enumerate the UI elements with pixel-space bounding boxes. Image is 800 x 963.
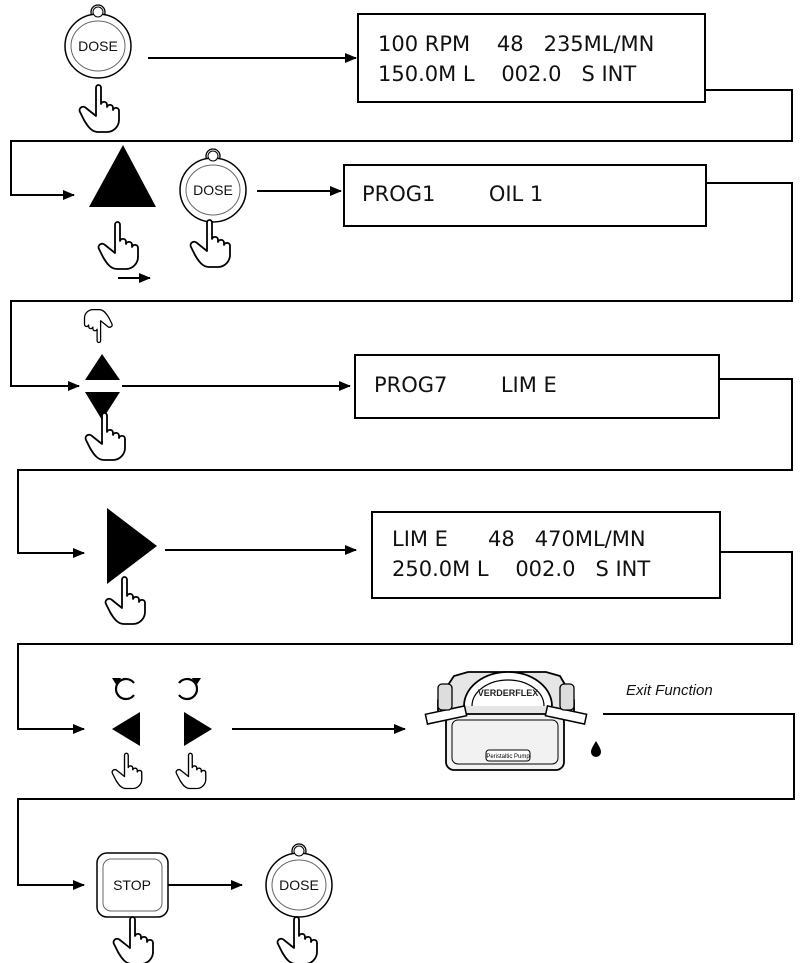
up-arrow-icon[interactable] (85, 354, 120, 380)
hand-press-icon (99, 222, 138, 269)
lcd-line-2: 150.0M L 002.0 S INT (378, 62, 636, 86)
dose-button-3[interactable]: DOSE (266, 844, 332, 917)
stop-button[interactable]: STOP (97, 853, 168, 917)
rotate-cw-icon (179, 678, 201, 699)
hand-press-icon (106, 577, 145, 624)
pump-label-text: Peristaltic Pump (486, 754, 530, 760)
hand-press-icon (86, 413, 125, 460)
hand-press-icon (112, 753, 142, 788)
lcd-display-2: PROG1 OIL 1 (344, 165, 706, 226)
right-arrow-icon[interactable] (107, 508, 157, 584)
hand-press-icon (278, 917, 317, 963)
dose-button-label: DOSE (193, 182, 233, 198)
exit-function-note: Exit Function (626, 682, 713, 699)
hand-press-icon (176, 753, 206, 788)
lcd-display-1: 100 RPM 48 235ML/MN 150.0M L 002.0 S INT (358, 14, 705, 102)
dose-button-2[interactable]: DOSE (180, 149, 246, 222)
right-arrow-icon[interactable] (184, 712, 212, 746)
lcd-display-3: PROG7 LIM E (355, 355, 719, 418)
left-arrow-icon[interactable] (112, 712, 140, 746)
dose-button-label: DOSE (78, 38, 118, 54)
rotate-ccw-icon (112, 678, 134, 699)
dose-button-1[interactable]: DOSE (65, 5, 131, 78)
stop-button-label: STOP (113, 877, 151, 893)
lcd-frame (358, 14, 705, 102)
lcd-display-4: LIM E 48 470ML/MN 250.0M L 002.0 S INT (372, 512, 720, 598)
lcd-line-1: PROG7 LIM E (374, 373, 557, 397)
hand-press-icon (80, 85, 119, 132)
lcd-line-2: 250.0M L 002.0 S INT (392, 557, 650, 581)
up-arrow-icon[interactable] (89, 145, 156, 207)
lcd-line-1: PROG1 OIL 1 (362, 182, 543, 206)
hand-press-icon (114, 917, 153, 963)
hand-press-icon (85, 310, 113, 343)
droplet-icon (591, 741, 601, 757)
pump-icon: VERDERFLEX Peristaltic Pump (425, 672, 586, 770)
hand-press-icon (191, 220, 230, 267)
lcd-line-1: 100 RPM 48 235ML/MN (378, 32, 654, 56)
lcd-line-1: LIM E 48 470ML/MN (392, 527, 646, 551)
lcd-frame (372, 512, 720, 598)
dose-button-label: DOSE (279, 877, 319, 893)
pump-brand-text: VERDERFLEX (478, 688, 539, 698)
